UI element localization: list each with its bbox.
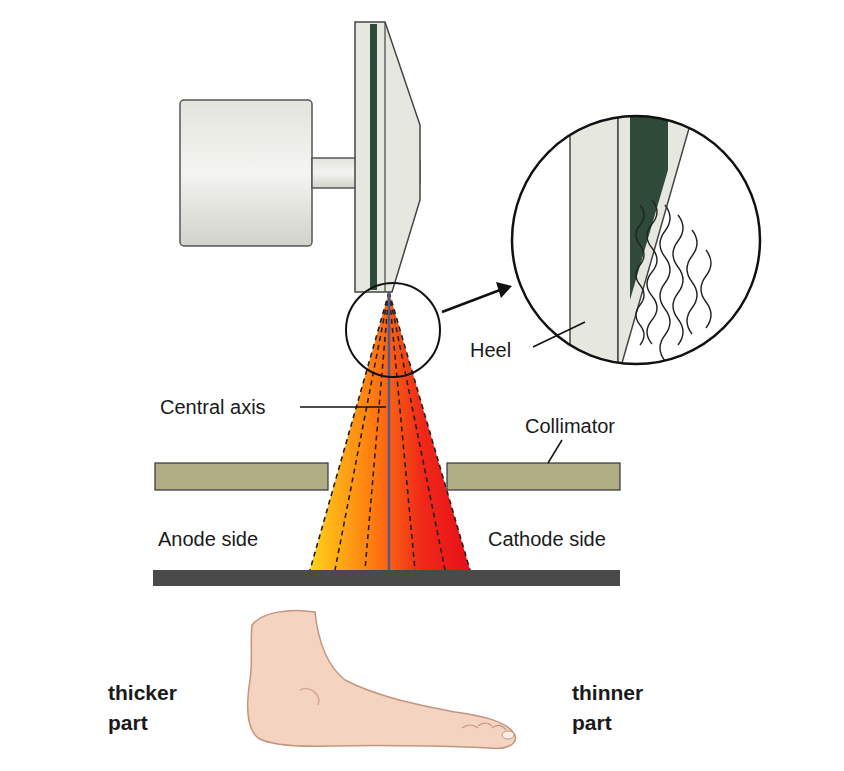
beam-rays (310, 292, 470, 570)
foot (248, 611, 516, 749)
heel-inset (510, 110, 770, 370)
tube-housing (180, 100, 312, 246)
central-axis-leader (300, 406, 386, 408)
side-label: Cathode side (488, 527, 606, 551)
thickness-label: thinner part (572, 678, 662, 739)
image-receptor (153, 570, 620, 586)
target-strip (370, 24, 377, 290)
anode-shaft (312, 158, 357, 188)
collimator-leader (548, 440, 562, 463)
part-label: Collimator (525, 414, 615, 438)
thickness-label: thicker part (108, 678, 198, 739)
central-axis-line (388, 292, 391, 570)
anode-disk (355, 22, 420, 292)
collimator-left (155, 463, 328, 490)
collimator-right (447, 463, 620, 490)
part-label: Central axis (160, 395, 266, 419)
x-ray-beam (310, 292, 470, 570)
side-label: Anode side (158, 527, 258, 551)
magnifier-circle (346, 283, 440, 377)
part-label: Heel (470, 338, 511, 362)
heel-leader (533, 322, 585, 347)
